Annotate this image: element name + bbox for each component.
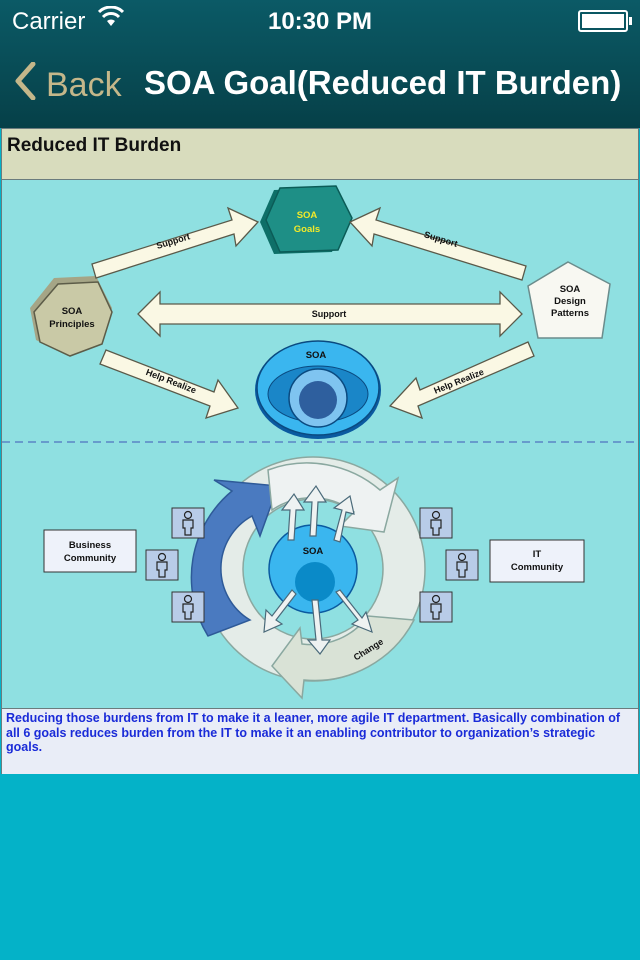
navigation-bar: Carrier 10:30 PM Back SOA Goal(Reduced I… — [0, 0, 640, 128]
business-community-line2: Community — [64, 553, 117, 564]
person-icon-left-1 — [171, 507, 205, 539]
content-panel: Reduced IT Burden SOA Goals SOA Principl… — [1, 128, 639, 774]
person-icon-right-2 — [445, 549, 479, 581]
soa-design-label-line2: Design — [554, 296, 586, 307]
chevron-left-icon — [14, 61, 46, 109]
caption-box: Reducing those burdens from IT to make i… — [2, 708, 638, 774]
soa-goals-hexagon: SOA Goals — [260, 185, 353, 254]
soa-cycle-label: SOA — [303, 546, 324, 557]
wifi-icon — [97, 5, 125, 35]
soa-cycle: Change SOA — [190, 456, 426, 700]
panel-header: Reduced IT Burden — [2, 129, 638, 180]
soa-top-label: SOA — [306, 350, 327, 361]
person-icon-left-2 — [145, 549, 179, 581]
soa-goals-label-line2: Goals — [294, 224, 320, 235]
caption-text: Reducing those burdens from IT to make i… — [6, 711, 621, 754]
soa-top-emblem: SOA — [255, 340, 381, 439]
soa-principles-shape: SOA Principles — [30, 276, 113, 357]
soa-principles-label-line2: Principles — [49, 319, 94, 330]
clock: 10:30 PM — [267, 8, 373, 35]
battery-icon — [578, 10, 632, 32]
person-icon-right-1 — [419, 507, 453, 539]
page-title: SOA Goal(Reduced IT Burden) — [144, 64, 622, 101]
soa-goals-label-line1: SOA — [297, 210, 318, 221]
person-icon-left-3 — [171, 591, 205, 623]
support-center-label: Support — [312, 309, 347, 319]
panel-header-title: Reduced IT Burden — [7, 135, 182, 156]
soa-principles-label-line1: SOA — [62, 306, 83, 317]
soa-design-patterns-shape: SOA Design Patterns — [527, 261, 611, 339]
person-icon-right-3 — [419, 591, 453, 623]
carrier-label: Carrier — [12, 8, 86, 35]
soa-design-label-line3: Patterns — [551, 308, 589, 319]
back-button[interactable]: Back — [14, 61, 122, 109]
back-label: Back — [46, 66, 122, 104]
soa-design-label-line1: SOA — [560, 284, 581, 295]
support-arrow-center: Support — [137, 290, 523, 338]
soa-diagram: SOA Goals SOA Principles SOA Design Patt… — [2, 180, 638, 708]
it-community-box: IT Community — [489, 539, 585, 583]
business-community-line1: Business — [69, 540, 111, 551]
it-community-line1: IT — [533, 549, 542, 560]
business-community-box: Business Community — [43, 529, 137, 573]
status-bar: Carrier 10:30 PM — [0, 0, 640, 40]
it-community-line2: Community — [511, 562, 564, 573]
